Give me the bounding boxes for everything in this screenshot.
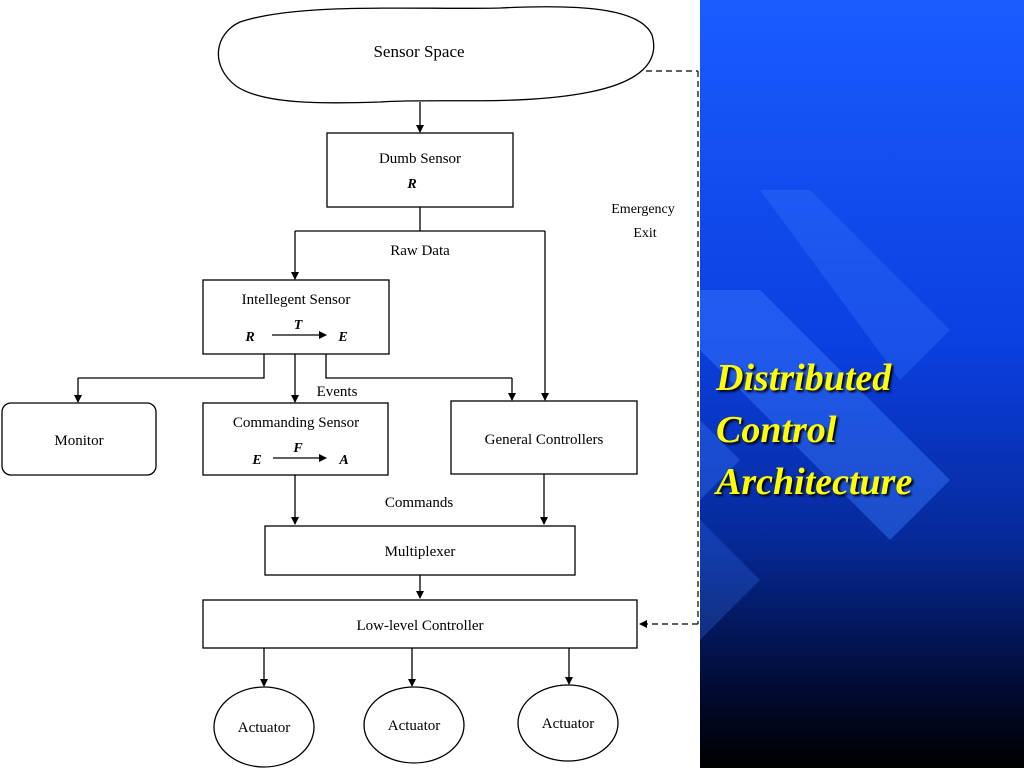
slide-title-line-3: Architecture	[716, 461, 913, 503]
low-level-controller-label: Low-level Controller	[356, 618, 483, 634]
decorative-chevrons	[700, 190, 950, 640]
intelligent-sensor-op: T	[294, 318, 304, 333]
sensor-space-cloud	[217, 6, 655, 104]
commanding-sensor-box	[202, 402, 389, 476]
slide-title: Distributed Control Architecture	[716, 352, 912, 508]
raw-data-label: Raw Data	[390, 243, 450, 259]
slide-title-line-1: Distributed	[716, 357, 892, 399]
general-controllers-box	[450, 400, 638, 475]
multiplexer-box	[264, 525, 576, 576]
actuator-1-label: Actuator	[238, 720, 290, 736]
multiplexer-label: Multiplexer	[385, 544, 456, 560]
intelligent-sensor-box	[202, 279, 390, 355]
title-panel: Distributed Control Architecture	[700, 0, 1024, 768]
distributed-control-diagram: Sensor Space Emergency Exit Dumb Sensor …	[1, 6, 699, 768]
actuator-1-node	[213, 686, 315, 768]
monitor-box	[1, 402, 157, 476]
slide-title-line-2: Control	[716, 409, 837, 451]
dumb-sensor-label: Dumb Sensor	[379, 151, 461, 167]
actuator-3-node	[517, 684, 619, 762]
commanding-sensor-label: Commanding Sensor	[233, 415, 359, 431]
commanding-sensor-to: A	[338, 453, 348, 468]
commanding-sensor-from: E	[251, 453, 261, 468]
emergency-label: Emergency	[611, 202, 675, 217]
dumb-sensor-symbol: R	[406, 177, 416, 192]
dumb-sensor-box	[326, 132, 514, 208]
exit-label: Exit	[633, 226, 656, 241]
actuator-2-node	[363, 686, 465, 764]
intelligent-sensor-to: E	[337, 330, 347, 345]
monitor-label: Monitor	[54, 433, 103, 449]
events-label: Events	[317, 384, 358, 400]
diagram-panel: Sensor Space Emergency Exit Dumb Sensor …	[0, 0, 700, 768]
low-level-controller-box	[202, 599, 638, 649]
sensor-space-label: Sensor Space	[373, 42, 464, 61]
actuator-3-label: Actuator	[542, 716, 594, 732]
actuator-2-label: Actuator	[388, 718, 440, 734]
intelligent-sensor-label: Intellegent Sensor	[242, 292, 351, 308]
general-controllers-label: General Controllers	[485, 432, 604, 448]
commanding-sensor-op: F	[292, 441, 303, 456]
commands-label: Commands	[385, 495, 453, 511]
intelligent-sensor-from: R	[244, 330, 254, 345]
